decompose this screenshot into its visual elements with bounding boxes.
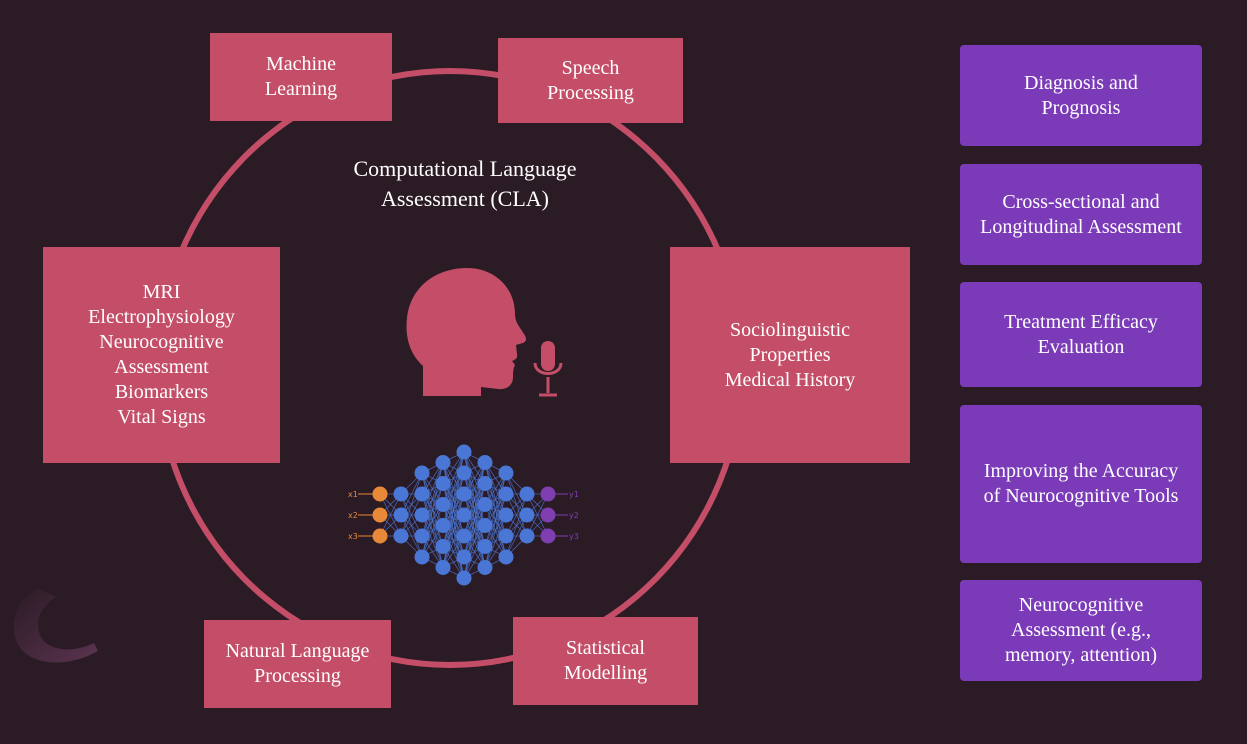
network-edge xyxy=(400,472,423,537)
network-edge xyxy=(421,483,444,558)
hidden-node xyxy=(456,549,472,565)
network-edge xyxy=(463,462,486,537)
input-node xyxy=(372,486,388,502)
outcome-cross-sectional: Cross-sectional and Longitudinal Assessm… xyxy=(960,164,1202,265)
hidden-node xyxy=(414,528,430,544)
hidden-node xyxy=(393,528,409,544)
output-label: y2 xyxy=(569,511,579,520)
hidden-node xyxy=(456,444,472,460)
hidden-node xyxy=(456,507,472,523)
hidden-node xyxy=(414,507,430,523)
outcome-treatment-efficacy: Treatment Efficacy Evaluation xyxy=(960,282,1202,387)
hidden-node xyxy=(435,560,451,575)
hidden-node xyxy=(498,528,514,544)
network-edge xyxy=(526,493,549,537)
box-clinical-data-label: MRI Electrophysiology Neurocognitive Ass… xyxy=(88,281,235,428)
network-edge xyxy=(442,451,465,526)
output-node xyxy=(540,486,556,502)
hidden-node xyxy=(435,476,451,491)
hidden-node xyxy=(456,486,472,502)
network-edge xyxy=(400,493,423,537)
hidden-node xyxy=(477,476,493,491)
network-edge xyxy=(484,472,507,547)
network-edge xyxy=(505,493,528,537)
hidden-node xyxy=(456,465,472,481)
output-node xyxy=(540,528,556,544)
hidden-node xyxy=(498,549,514,565)
network-edge xyxy=(442,451,465,505)
network-edge xyxy=(463,462,486,516)
input-node xyxy=(372,528,388,544)
network-edge xyxy=(463,504,486,579)
hidden-node xyxy=(477,497,493,512)
output-label: y3 xyxy=(569,532,579,541)
hidden-node xyxy=(393,507,409,523)
hidden-node xyxy=(456,528,472,544)
hidden-node xyxy=(414,486,430,502)
output-node xyxy=(540,507,556,523)
hidden-node xyxy=(435,518,451,533)
output-label: y1 xyxy=(569,490,579,499)
box-sociolinguistic-label: Sociolinguistic Properties Medical Histo… xyxy=(724,318,856,391)
box-nlp-label: Natural Language Processing xyxy=(225,640,370,687)
hidden-node xyxy=(498,507,514,523)
hidden-node xyxy=(519,528,535,544)
hidden-node xyxy=(435,539,451,554)
hidden-node xyxy=(498,465,514,481)
network-edge xyxy=(421,504,444,558)
hidden-node xyxy=(435,455,451,470)
input-node xyxy=(372,507,388,523)
network-edge xyxy=(421,462,444,537)
box-clinical-data: MRI Electrophysiology Neurocognitive Ass… xyxy=(43,247,280,463)
center-title: Computational Language Assessment (CLA) xyxy=(353,156,577,211)
hidden-node xyxy=(477,560,493,575)
network-edge xyxy=(379,493,402,537)
network-edge xyxy=(442,514,465,568)
box-speech-processing-label: Speech Processing xyxy=(547,56,634,104)
box-machine-learning: Machine Learning xyxy=(210,33,392,121)
network-edge xyxy=(463,525,486,579)
outcome-accuracy: Improving the Accuracy of Neurocognitive… xyxy=(960,405,1202,563)
outcome-neurocognitive: Neurocognitive Assessment (e.g., memory,… xyxy=(960,580,1202,681)
hidden-node xyxy=(393,486,409,502)
box-statistical-modelling: Statistical Modelling xyxy=(513,617,698,705)
box-sociolinguistic: Sociolinguistic Properties Medical Histo… xyxy=(670,247,910,463)
hidden-node xyxy=(498,486,514,502)
network-edge xyxy=(484,472,507,526)
hidden-node xyxy=(477,518,493,533)
network-edge xyxy=(505,514,528,558)
hidden-node xyxy=(519,507,535,523)
box-machine-learning-label: Machine Learning xyxy=(264,53,338,100)
network-edge xyxy=(484,514,507,568)
hidden-node xyxy=(414,549,430,565)
crescent-decoration-icon xyxy=(13,588,99,663)
hidden-node xyxy=(477,455,493,470)
hidden-node xyxy=(414,465,430,481)
input-label: x3 xyxy=(348,532,358,541)
input-label: x1 xyxy=(348,490,358,499)
network-edge xyxy=(442,493,465,568)
input-label: x2 xyxy=(348,511,358,520)
hidden-node xyxy=(456,570,472,586)
hidden-node xyxy=(477,539,493,554)
box-statistical-label: Statistical Modelling xyxy=(563,637,648,684)
network-edge xyxy=(484,493,507,568)
box-speech-processing: Speech Processing xyxy=(498,38,683,123)
microphone-icon xyxy=(533,341,563,397)
hidden-node xyxy=(519,486,535,502)
network-edge xyxy=(421,462,444,516)
head-profile-icon xyxy=(406,268,527,396)
hidden-node xyxy=(435,497,451,512)
neural-network-icon: x1 x2 x3 y1 y2 y3 xyxy=(348,444,579,586)
network-edge xyxy=(505,493,528,558)
outcome-diagnosis: Diagnosis and Prognosis xyxy=(960,45,1202,146)
network-edge xyxy=(400,472,423,516)
box-natural-language-processing: Natural Language Processing xyxy=(204,620,391,708)
